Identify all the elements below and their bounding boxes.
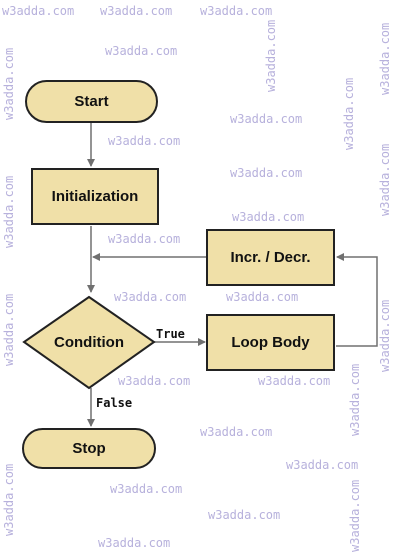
watermark-text: w3adda.com — [110, 482, 183, 496]
watermark-text: w3adda.com — [258, 374, 331, 388]
stop-terminal: Stop — [22, 428, 156, 469]
watermark-text: w3adda.com — [208, 508, 281, 522]
condition-node: Condition — [24, 297, 154, 388]
watermark-text: w3adda.com — [108, 134, 181, 148]
watermark-text: w3adda.com — [108, 232, 181, 246]
start-label: Start — [74, 93, 109, 110]
watermark-text: w3adda.com — [105, 44, 178, 58]
watermark-text: w3adda.com — [98, 536, 171, 550]
watermark-text: w3adda.com — [230, 112, 303, 126]
true-label: True — [156, 327, 185, 341]
watermark-text: w3adda.com — [200, 4, 273, 18]
condition-label: Condition — [54, 334, 124, 351]
initialization-label: Initialization — [51, 188, 139, 205]
condition-diamond — [22, 295, 156, 390]
loop-body-label: Loop Body — [231, 334, 310, 351]
watermark-text: w3adda.com — [118, 374, 191, 388]
initialization-box: Initialization — [31, 168, 159, 225]
watermark-text: w3adda.com — [230, 166, 303, 180]
watermark-text: w3adda.com — [286, 458, 359, 472]
loop-body-box: Loop Body — [206, 314, 335, 371]
stop-label: Stop — [72, 440, 106, 457]
false-label: False — [96, 396, 133, 410]
watermark-text: w3adda.com — [2, 4, 75, 18]
watermark-text: w3adda.com — [200, 425, 273, 439]
start-terminal: Start — [25, 80, 158, 123]
watermark-text: w3adda.com — [226, 290, 299, 304]
arrow-body-to-incr — [336, 253, 378, 347]
incr-decr-label: Incr. / Decr. — [230, 249, 311, 266]
watermark-text: w3adda.com — [114, 290, 187, 304]
incr-decr-box: Incr. / Decr. — [206, 229, 335, 286]
watermark-text: w3adda.com — [100, 4, 173, 18]
watermark-text: w3adda.com — [232, 210, 305, 224]
